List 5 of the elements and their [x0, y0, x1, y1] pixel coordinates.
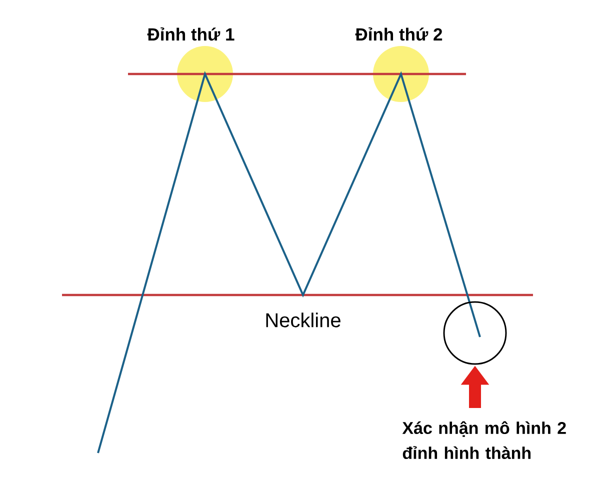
circle-marker: [443, 301, 507, 365]
neckline-label: Neckline: [266, 312, 340, 328]
peak-label: Đỉnh thứ 1: [147, 27, 234, 41]
peak-label: Đỉnh thứ 2: [355, 27, 442, 41]
note-text: Xác nhận mô hình 2 đỉnh hình thành: [402, 421, 566, 460]
